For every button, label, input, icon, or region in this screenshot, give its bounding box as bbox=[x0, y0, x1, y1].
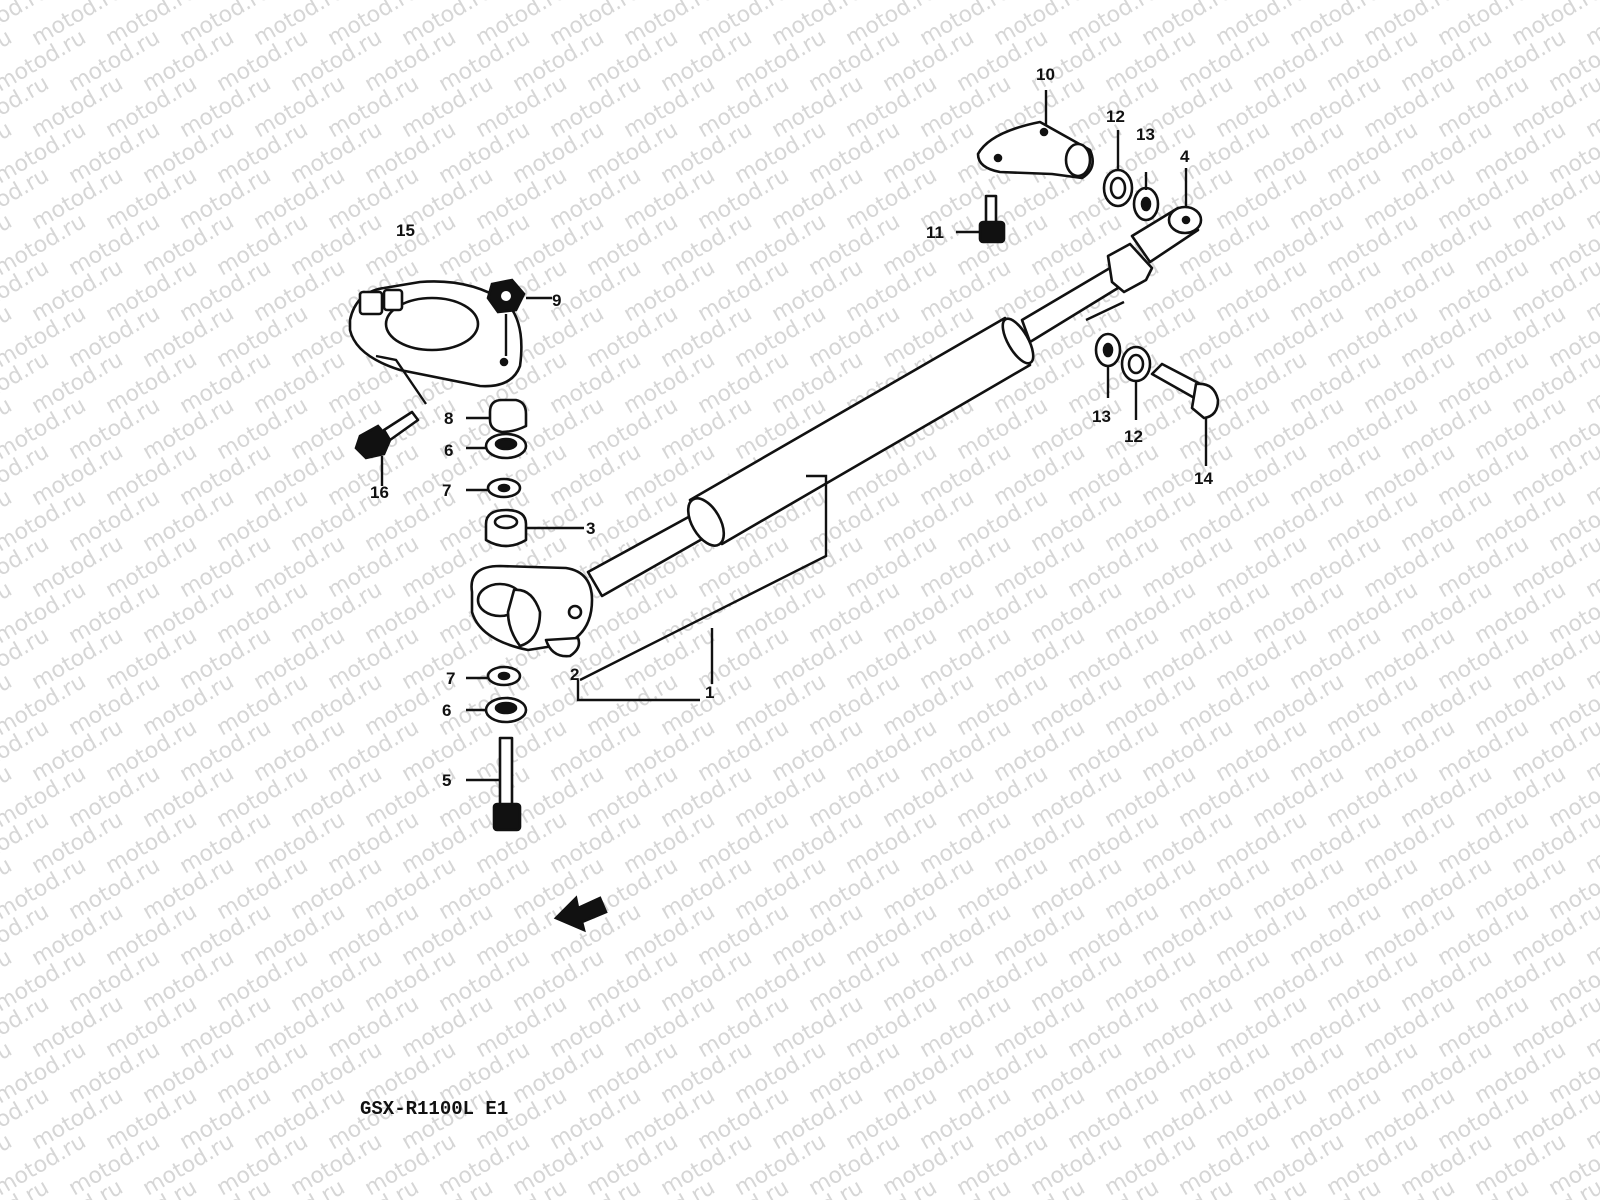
callout-2: 2 bbox=[570, 665, 579, 684]
callout-3: 3 bbox=[586, 519, 595, 538]
callout-6-upper: 6 bbox=[444, 441, 453, 460]
hardware-parts bbox=[354, 130, 1220, 832]
callout-6-lower: 6 bbox=[442, 701, 451, 720]
callout-11: 11 bbox=[926, 223, 944, 242]
callout-12-upper: 12 bbox=[1106, 107, 1125, 126]
callout-10: 10 bbox=[1036, 65, 1055, 84]
callout-8: 8 bbox=[444, 409, 453, 428]
callout-1: 1 bbox=[705, 683, 714, 702]
callout-7-lower: 7 bbox=[446, 669, 455, 688]
front-direction-arrow-icon bbox=[553, 895, 608, 933]
model-label: GSX-R1100L E1 bbox=[360, 1098, 508, 1120]
callout-labels: 1 2 3 4 5 6 6 7 7 8 9 10 11 12 12 13 13 … bbox=[370, 65, 1213, 790]
lower-bracket bbox=[976, 90, 1094, 180]
callout-15: 15 bbox=[396, 221, 415, 240]
callout-9: 9 bbox=[552, 291, 561, 310]
callout-4: 4 bbox=[1180, 147, 1190, 166]
upper-clamp-bracket bbox=[348, 280, 523, 405]
callout-14: 14 bbox=[1194, 469, 1213, 488]
callout-5: 5 bbox=[442, 771, 451, 790]
callout-16: 16 bbox=[370, 483, 389, 502]
steering-damper-assembly bbox=[470, 205, 1203, 702]
callout-7-upper: 7 bbox=[442, 481, 451, 500]
callout-13-lower: 13 bbox=[1092, 407, 1111, 426]
callout-13-upper: 13 bbox=[1136, 125, 1155, 144]
callout-12-lower: 12 bbox=[1124, 427, 1143, 446]
